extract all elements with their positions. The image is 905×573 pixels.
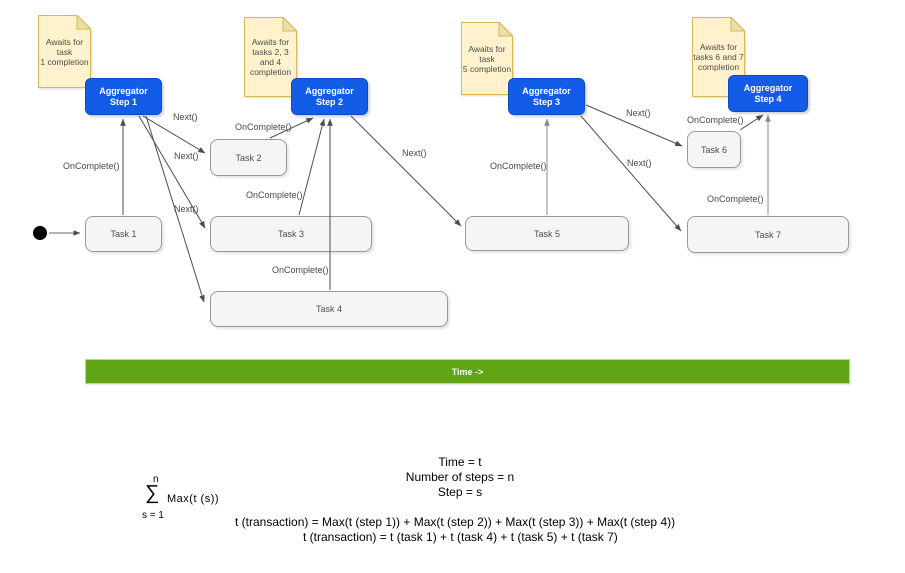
- summation-lower-limit: s = 1: [142, 510, 164, 521]
- aggregator-step-4[interactable]: Aggregator Step 4: [728, 75, 808, 112]
- edge-label-oncomplete: OnComplete(): [687, 115, 744, 125]
- note-text: Awaits for tasks 6 and 7 completion: [693, 42, 744, 72]
- task-6[interactable]: Task 6: [687, 131, 741, 168]
- note-icon: [461, 22, 513, 95]
- task-label: Task 3: [277, 229, 304, 239]
- task-label: Task 5: [533, 228, 560, 239]
- step-label: Aggregator Step 4: [743, 82, 793, 104]
- step-label: Aggregator Step 3: [522, 85, 571, 107]
- summation-upper-limit: n: [153, 474, 159, 485]
- variable-definitions: Time = t Number of steps = n Step = s: [405, 455, 515, 499]
- task-label: Task 1: [110, 229, 137, 239]
- note-text: Awaits for task 5 completion: [462, 43, 512, 74]
- note-awaits-task-1[interactable]: Awaits for task 1 completion: [38, 15, 91, 88]
- aggregator-step-1[interactable]: Aggregator Step 1: [85, 78, 162, 115]
- task-4[interactable]: Task 4: [210, 291, 448, 327]
- aggregator-step-3[interactable]: Aggregator Step 3: [508, 78, 585, 115]
- edge-label-oncomplete: OnComplete(): [272, 265, 329, 275]
- note-icon: [244, 17, 297, 97]
- task-label: Task 7: [754, 229, 781, 240]
- edge-task3-oncomplete-step2: [298, 118, 326, 216]
- summation-expression: Max(t (s)): [167, 493, 220, 505]
- edge-label-next: Next(): [402, 148, 427, 158]
- sigma-symbol: ∑: [145, 482, 160, 504]
- task-label: Task 2: [235, 152, 262, 163]
- task-7[interactable]: Task 7: [687, 216, 849, 253]
- step-label: Aggregator Step 2: [305, 85, 354, 107]
- edge-label-next: Next(): [626, 108, 651, 118]
- note-icon: [38, 15, 91, 88]
- start-state-dot[interactable]: [33, 226, 47, 240]
- note-awaits-task-5[interactable]: Awaits for task 5 completion: [461, 22, 513, 95]
- step-label: Aggregator Step 1: [99, 85, 148, 107]
- note-text: Awaits for tasks 2, 3 and 4 completion: [249, 37, 292, 77]
- note-text: Awaits for task 1 completion: [40, 36, 89, 67]
- task-3[interactable]: Task 3: [210, 216, 372, 252]
- task-label: Task 6: [700, 144, 727, 155]
- aggregator-step-2[interactable]: Aggregator Step 2: [291, 78, 368, 115]
- timeline-label: Time ->: [451, 366, 484, 377]
- note-awaits-tasks-2-3-4[interactable]: Awaits for tasks 2, 3 and 4 completion: [244, 17, 297, 97]
- edge-label-oncomplete: OnComplete(): [490, 161, 547, 171]
- edge-label-oncomplete: OnComplete(): [246, 190, 303, 200]
- edge-label-next: Next(): [173, 112, 198, 122]
- edge-label-oncomplete: OnComplete(): [63, 161, 120, 171]
- task-1[interactable]: Task 1: [85, 216, 162, 252]
- transaction-equation-steps: t (transaction) = Max(t (step 1)) + Max(…: [235, 515, 676, 529]
- edge-label-oncomplete: OnComplete(): [235, 122, 292, 132]
- transaction-equation-tasks: t (transaction) = t (task 1) + t (task 4…: [303, 530, 618, 544]
- edge-label-next: Next(): [627, 158, 652, 168]
- timeline-bar[interactable]: Time ->: [85, 359, 850, 384]
- task-5[interactable]: Task 5: [465, 216, 629, 251]
- edge-label-next: Next(): [174, 204, 199, 214]
- edge-step2-next-task5: [350, 115, 462, 227]
- edge-step3-next-task7: [580, 115, 682, 232]
- edge-label-next: Next(): [174, 151, 199, 161]
- edges-layer: [49, 104, 771, 303]
- edge-label-oncomplete: OnComplete(): [707, 194, 764, 204]
- task-label: Task 4: [315, 304, 342, 314]
- task-2[interactable]: Task 2: [210, 139, 287, 176]
